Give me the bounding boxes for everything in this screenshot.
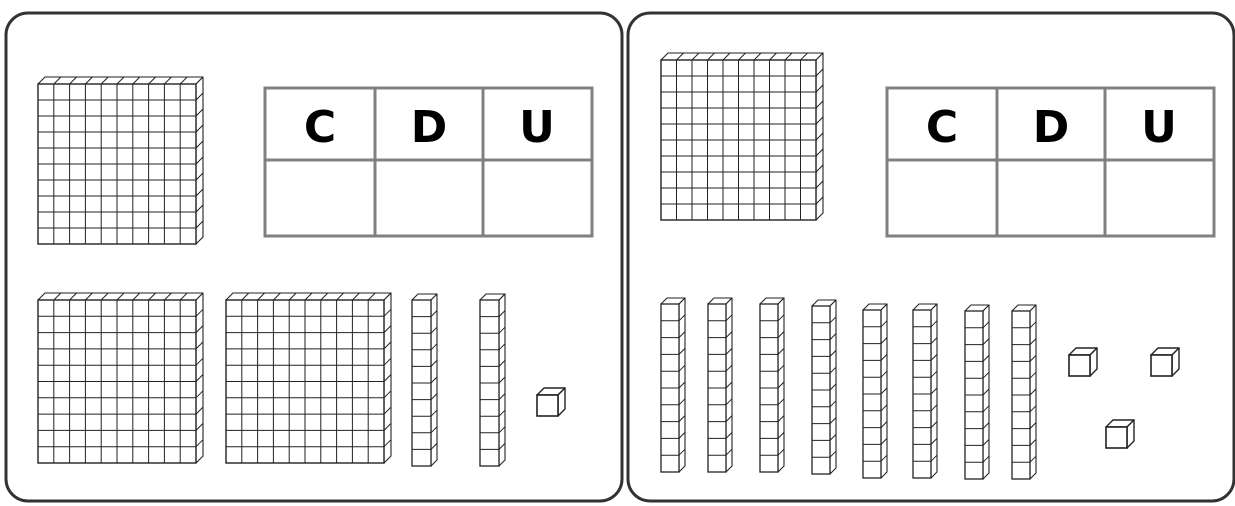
ten-rod-block bbox=[480, 294, 505, 466]
hundreds-area bbox=[661, 53, 823, 220]
table-header-units: U bbox=[519, 102, 555, 153]
hundred-flat-block bbox=[38, 77, 203, 244]
hundred-flat-block bbox=[38, 293, 203, 463]
unit-cube-block bbox=[1151, 348, 1179, 376]
panel-left: C D U bbox=[6, 13, 622, 501]
ten-rod-block bbox=[863, 304, 887, 478]
ten-rod-block bbox=[913, 304, 937, 478]
unit-cube-block bbox=[1069, 348, 1097, 376]
table-header-tens: D bbox=[411, 102, 448, 153]
hundred-flat-block bbox=[226, 293, 391, 463]
table-header-units: U bbox=[1141, 102, 1177, 153]
ten-rod-block bbox=[812, 300, 836, 474]
ten-rod-block bbox=[760, 298, 784, 472]
table-header-hundreds: C bbox=[304, 102, 336, 153]
ten-rod-block bbox=[708, 298, 732, 472]
hundred-flat-block bbox=[661, 53, 823, 220]
unit-cube-block bbox=[537, 388, 565, 416]
ten-rod-block bbox=[661, 298, 685, 472]
table-header-tens: D bbox=[1033, 102, 1070, 153]
ten-rod-block bbox=[1012, 305, 1036, 479]
unit-cube-block bbox=[1106, 420, 1134, 448]
units-area bbox=[537, 388, 565, 416]
table-header-hundreds: C bbox=[926, 102, 958, 153]
ten-rod-block bbox=[412, 294, 437, 466]
panel-right: C D U bbox=[628, 13, 1234, 501]
ten-rod-block bbox=[965, 305, 989, 479]
